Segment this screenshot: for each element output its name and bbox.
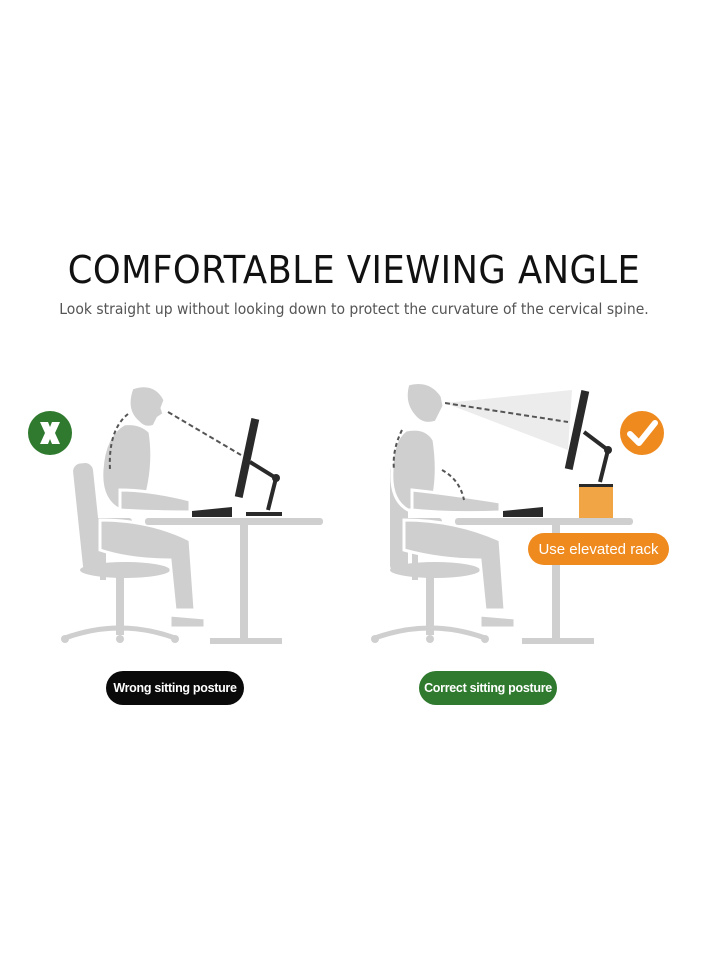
elevated-rack: [579, 484, 613, 518]
correct-posture-badge: Correct sitting posture: [419, 671, 557, 705]
x-mark-icon: [28, 411, 72, 455]
wrong-posture-illustration: [20, 370, 340, 660]
check-mark-icon: [620, 411, 664, 455]
page-title: COMFORTABLE VIEWING ANGLE: [67, 248, 641, 292]
monitor: [234, 418, 282, 516]
person-slouching: [98, 384, 207, 630]
correct-posture-illustration: [360, 370, 690, 660]
desk: [145, 518, 323, 644]
elevated-rack-callout: Use elevated rack: [528, 533, 669, 565]
person-upright: [390, 381, 517, 630]
page-subtitle: Look straight up without looking down to…: [59, 300, 649, 318]
desk: [455, 518, 633, 644]
monitor: [564, 390, 612, 483]
wrong-posture-badge: Wrong sitting posture: [106, 671, 244, 705]
